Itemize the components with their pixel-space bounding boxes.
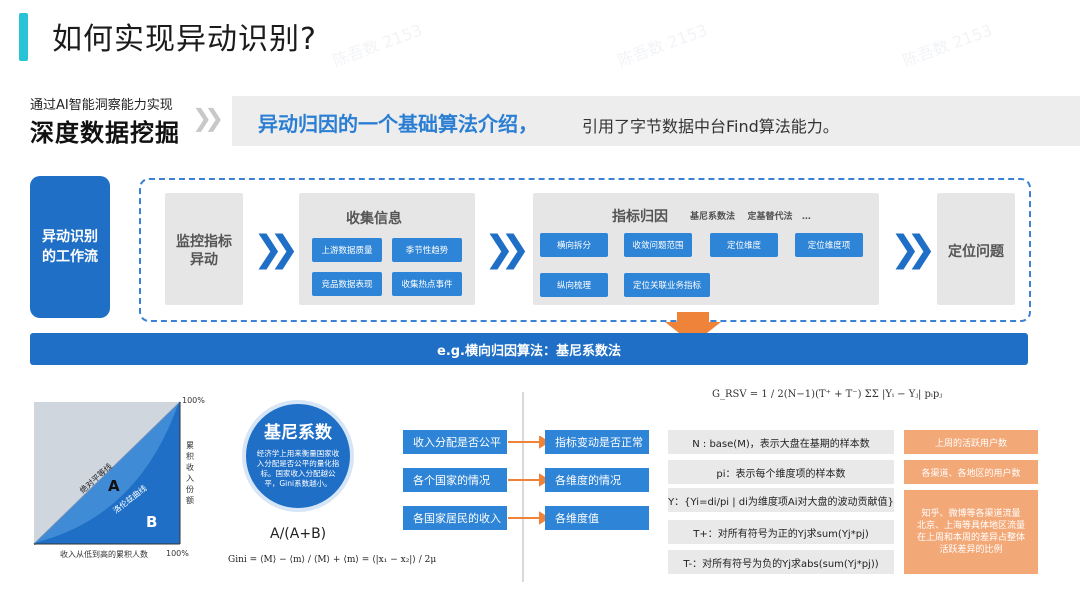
definition-row: T+：对所有符号为正的Yj求sum(Yj*pj): [668, 520, 894, 544]
banner-rest-text: 引用了字节数据中台Find算法能力。: [582, 117, 839, 136]
example-cell: 知乎、微博等各渠道流量 北京、上海等具体地区流量 在上周和本周的差异占整体 活跃…: [904, 490, 1038, 574]
collect-item: 上游数据质量: [312, 238, 382, 262]
area-a-label: A: [108, 477, 120, 495]
attribution-item: 横向拆分: [540, 233, 608, 257]
lorenz-curve-diagram: [33, 401, 181, 545]
example-cell: 上周的活跃用户数: [904, 430, 1038, 454]
analogy-right: 各维度值: [545, 506, 649, 530]
analogy-left: 收入分配是否公平: [403, 430, 507, 454]
chevron-right-icon: ❯❯: [253, 229, 299, 270]
subtitle-line1: 通过AI智能洞察能力实现: [30, 98, 173, 113]
banner: [232, 96, 1080, 146]
step-attribution-title: 指标归因: [612, 209, 668, 225]
mapping-arrows: [508, 436, 548, 525]
step-locate: [937, 193, 1015, 305]
attribution-item: 定位维度项: [795, 233, 863, 257]
attribution-item: 纵向梳理: [540, 273, 608, 297]
x-axis-label: 收入从低到高的累积人数: [60, 550, 148, 559]
lorenz-line: [33, 401, 181, 545]
watermark: 陈吾数 2153: [900, 20, 995, 71]
double-chevron-icon: ❯❯: [192, 104, 224, 132]
watermark: 陈吾数 2153: [330, 20, 425, 71]
workflow-label: 异动识别 的工作流: [30, 176, 110, 318]
analogy-left: 各个国家的情况: [403, 468, 507, 492]
page-title: 如何实现异动识别?: [52, 22, 317, 57]
x-max-label: 100%: [166, 549, 189, 558]
step-collect-title: 收集信息: [346, 211, 402, 227]
arrow-down-icon: [665, 312, 721, 344]
example-cell: 各渠道、各地区的用户数: [904, 460, 1038, 484]
chevron-right-icon: ❯❯: [890, 229, 936, 270]
attribution-item: 收敛问题范围: [624, 233, 692, 257]
attribution-item: 定位关联业务指标: [624, 273, 710, 297]
step-locate-label: 定位问题: [948, 244, 1004, 260]
collect-item: 竞品数据表现: [312, 272, 382, 296]
gini-title: 基尼系数: [264, 423, 332, 443]
chevron-right-icon: ❯❯: [484, 229, 530, 270]
equality-line: [33, 401, 181, 545]
step-monitor: [165, 193, 243, 305]
banner-main-text: 异动归因的一个基础算法介绍，: [258, 112, 538, 136]
collect-item: 季节性趋势: [392, 238, 462, 262]
method-bar: e.g.横向归因算法：基尼系数法: [30, 333, 1028, 365]
analogy-left: 各国家居民的收入: [403, 506, 507, 530]
definition-row: T-：对所有符号为负的Yj求abs(sum(Yj*pj)): [668, 550, 894, 574]
y-max-label: 100%: [182, 396, 205, 405]
definition-row: pi：表示每个维度项的样本数: [668, 460, 894, 484]
collect-item: 收集热点事件: [392, 272, 462, 296]
attribution-methods: 基尼系数法 定基替代法 …: [690, 212, 811, 222]
analogy-right: 指标变动是否正常: [545, 430, 649, 454]
gini-circle: 基尼系数 经济学上用来衡量国家收入分配是否公平的量化指标。国家收入分配越公平，G…: [242, 400, 354, 512]
step-monitor-label: 监控指标 异动: [176, 234, 232, 268]
area-b-label: B: [146, 513, 158, 531]
gini-description: 经济学上用来衡量国家收入分配是否公平的量化指标。国家收入分配越公平，Gini系数…: [256, 449, 340, 488]
subtitle-line2: 深度数据挖掘: [30, 119, 180, 147]
title-accent-bar: [19, 13, 28, 61]
watermark: 陈吾数 2153: [615, 20, 710, 71]
rsv-formula: G_RSV = 1 / 2(N−1)(T⁺ + T⁻) ΣΣ |Yᵢ − Yⱼ|…: [712, 389, 942, 400]
gini-formula: Gini = ⟨M⟩ − ⟨m⟩ / ⟨M⟩ + ⟨m⟩ = ⟨|x₁ − x₂…: [228, 555, 437, 565]
gini-ratio: A/(A+B): [270, 526, 327, 542]
definition-row: Y：{Yi=di/pi | di为维度项Ai对大盘的波动贡献值}: [668, 488, 894, 512]
definition-row: N : base(M)，表示大盘在基期的样本数: [668, 430, 894, 454]
analogy-right: 各维度的情况: [545, 468, 649, 492]
y-axis-label: 累积收入份额: [186, 441, 194, 505]
attribution-item: 定位维度: [710, 233, 778, 257]
workflow-frame: [139, 178, 1031, 322]
divider-line: [522, 392, 524, 582]
